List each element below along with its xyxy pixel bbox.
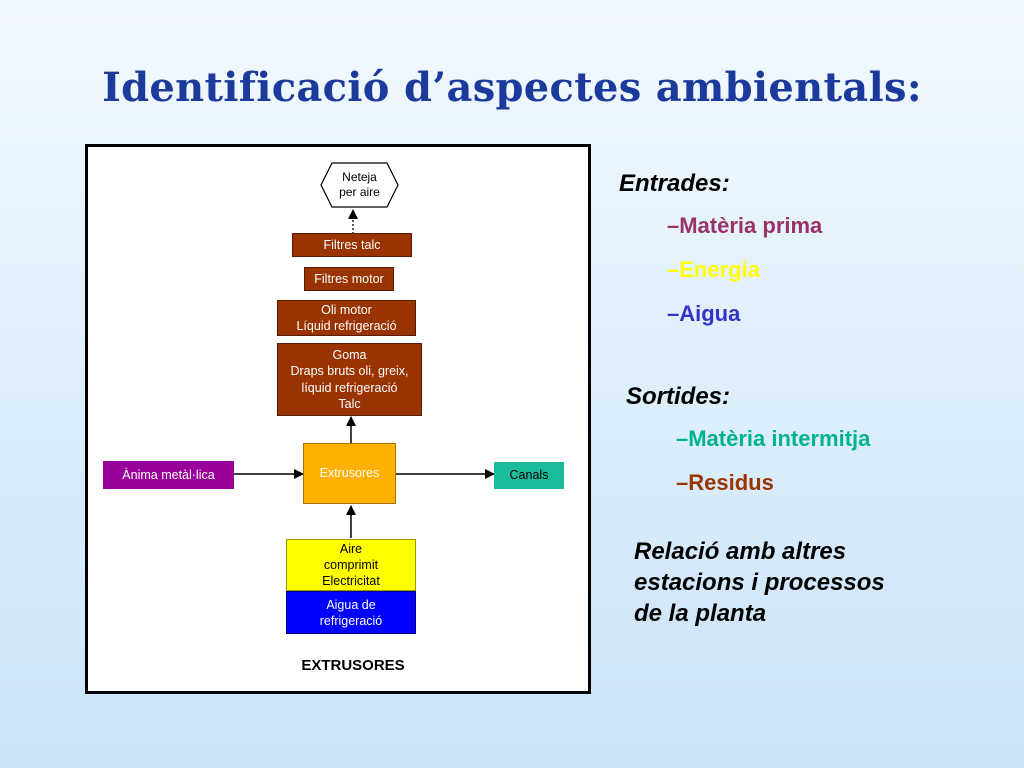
sortides-item-materia-intermitja: –Matèria intermitja [676, 426, 871, 451]
neteja-node-label: Neteja per aire [339, 170, 380, 199]
neteja-hexagon [320, 162, 399, 208]
slide-title: Identificació d’aspectes ambientals: [102, 64, 922, 111]
entrades-item-aigua: –Aigua [667, 301, 741, 326]
diagram-arrows [234, 162, 495, 538]
aigua-refrigeracio-node: Aigua de refrigeració [286, 591, 416, 634]
sortides-header: Sortides: [626, 383, 731, 410]
entrades-header: Entrades: [619, 170, 730, 197]
entrades-item-energia: –Energia [667, 257, 760, 282]
diagram-caption: EXTRUSORES [301, 656, 405, 674]
anima-metallica-node: Ànima metàl·lica [103, 461, 234, 489]
filtres-talc-node: Filtres talc [292, 233, 412, 257]
entrades-section: Entrades: –Matèria prima –Energia –Aigua [619, 170, 822, 327]
filtres-motor-node: Filtres motor [304, 267, 394, 291]
oli-motor-node: Oli motor Líquid refrigeració [277, 300, 416, 336]
canals-node: Canals [494, 462, 564, 489]
entrades-item-materia-prima: –Matèria prima [667, 213, 823, 238]
aire-electricitat-node: Aire comprimit Electricitat [286, 539, 416, 591]
goma-node: Goma Draps bruts oli, greix, líquid refr… [277, 343, 422, 416]
relacio-text: Relació amb altres estacions i processos… [634, 538, 885, 627]
sortides-item-residus: –Residus [676, 470, 774, 495]
sortides-section: Sortides: –Matèria intermitja –Residus [626, 383, 870, 496]
extrusores-node: Extrusores [303, 443, 396, 504]
diagram-frame: Neteja per aire Filtres talc Filtres mot… [85, 144, 591, 694]
